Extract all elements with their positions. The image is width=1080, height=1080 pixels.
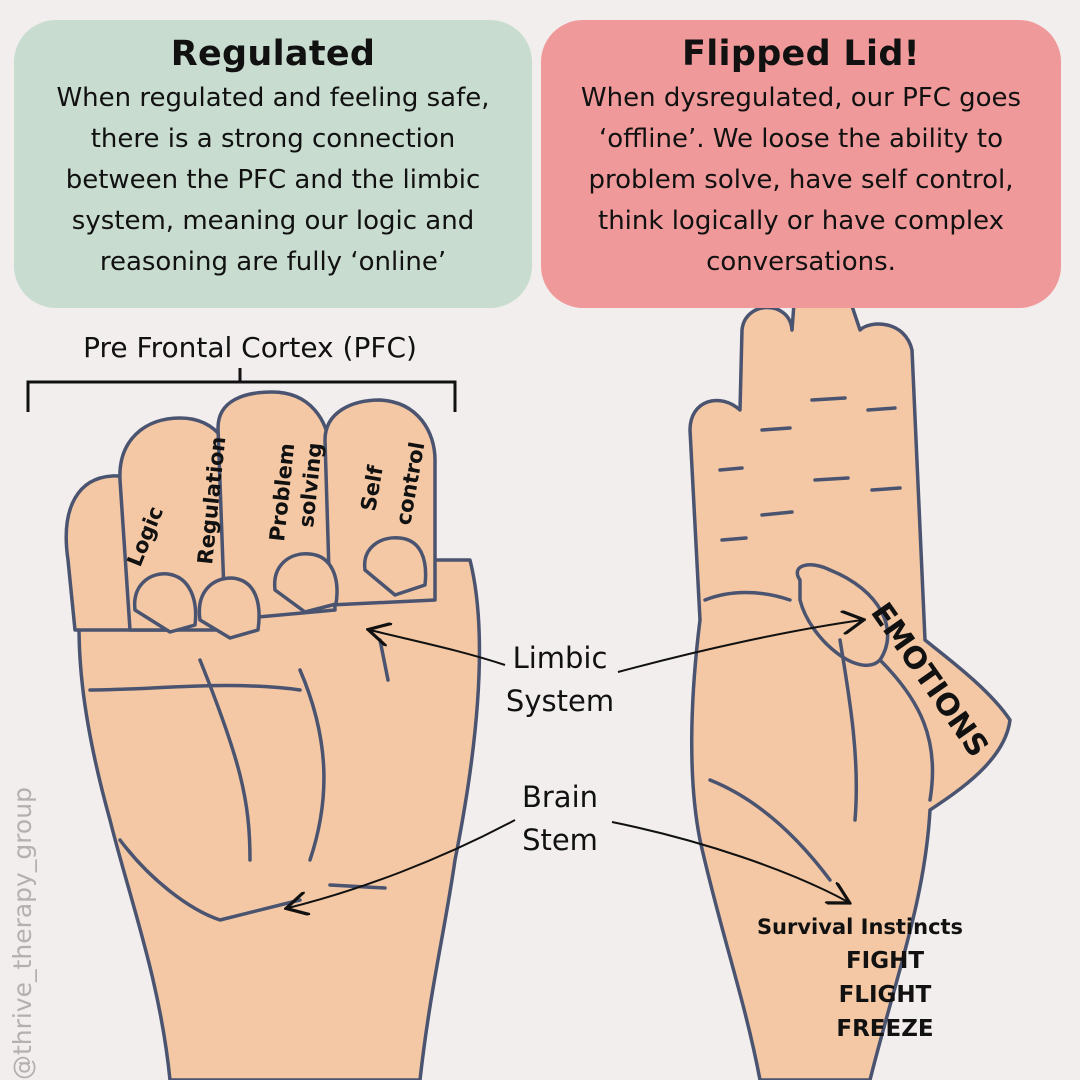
response-flight: FLIGHT (838, 982, 932, 1008)
regulated-line: there is a strong connection (90, 124, 456, 154)
flipped-description: When dysregulated, our PFC goes ‘offline… (559, 78, 1043, 283)
flipped-line: conversations. (706, 247, 896, 277)
limbic-arrow-right (617, 620, 862, 673)
social-handle: @thrive_therapy_group (8, 787, 37, 1080)
limbic-system-label: Limbic System (470, 637, 650, 723)
survival-instincts: Survival Instincts FIGHT FLIGHT FREEZE (740, 910, 980, 1046)
flipped-line: problem solve, have self control, (588, 165, 1014, 195)
regulated-line: When regulated and feeling safe, (56, 83, 490, 113)
flipped-line: When dysregulated, our PFC goes (580, 83, 1022, 113)
brain-stem-line: Brain (521, 780, 599, 814)
brain-stem-label: Brain Stem (470, 776, 650, 862)
limbic-arrow-left (370, 630, 506, 666)
regulated-line: reasoning are fully ‘online’ (99, 247, 447, 277)
flipped-line: think logically or have complex (598, 206, 1004, 236)
pfc-label: Pre Frontal Cortex (PFC) (83, 331, 417, 364)
flipped-line: ‘offline’. We loose the ability to (598, 124, 1004, 154)
limbic-line: Limbic (512, 641, 608, 675)
limbic-line: System (505, 684, 615, 718)
regulated-title: Regulated (170, 34, 376, 74)
response-fight: FIGHT (845, 948, 925, 974)
regulated-description: When regulated and feeling safe, there i… (32, 78, 514, 283)
flipped-title: Flipped Lid! (682, 34, 920, 74)
brain-stem-arrow-left (288, 819, 516, 908)
flipped-lid-card: Flipped Lid! When dysregulated, our PFC … (541, 20, 1061, 308)
pfc-bracket (26, 368, 457, 412)
regulated-line: between the PFC and the limbic (65, 165, 481, 195)
brain-stem-arrow-right (611, 821, 848, 902)
regulated-card: Regulated When regulated and feeling saf… (14, 20, 532, 308)
regulated-line: system, meaning our logic and (71, 206, 475, 236)
survival-title: Survival Instincts (756, 915, 964, 939)
fist-palm (77, 558, 482, 1080)
response-freeze: FREEZE (836, 1016, 934, 1042)
brain-stem-line: Stem (522, 823, 598, 857)
